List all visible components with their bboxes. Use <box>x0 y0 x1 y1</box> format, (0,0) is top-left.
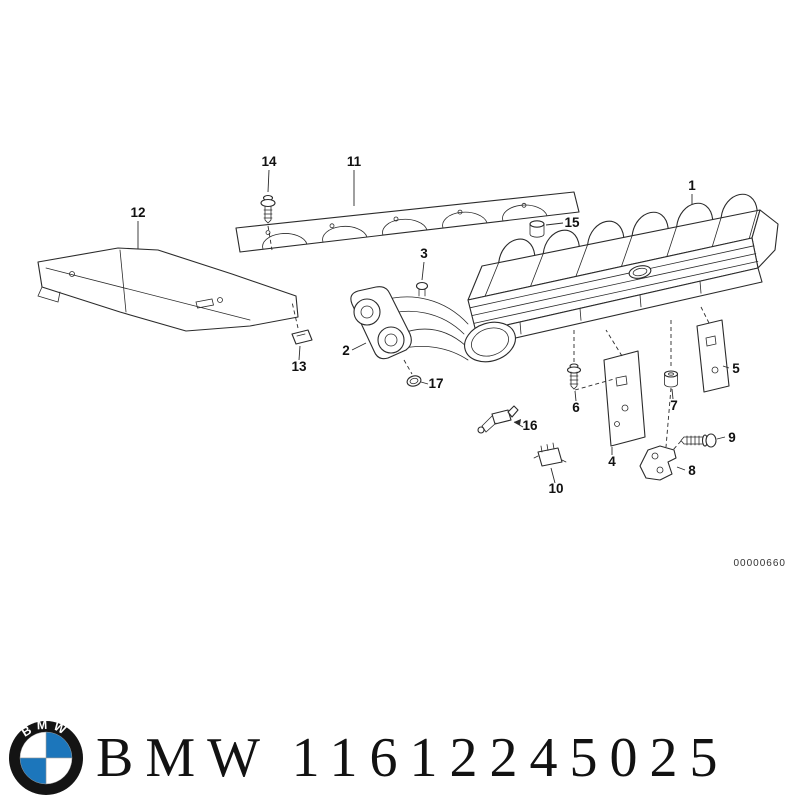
part-14-screw-drawing <box>260 194 276 224</box>
part-11-cover-strip-drawing <box>235 191 580 253</box>
part-number-text: 11612245025 <box>291 727 730 789</box>
callout-8: 8 <box>688 463 696 478</box>
callout-numbers: 1 2 3 4 5 6 7 8 9 10 11 12 13 14 15 16 1… <box>130 154 740 496</box>
drawing-number: 00000660 <box>734 558 787 569</box>
callout-15: 15 <box>564 215 580 230</box>
callout-17: 17 <box>428 376 443 391</box>
callout-12: 12 <box>130 205 145 220</box>
callout-6: 6 <box>572 400 580 415</box>
callout-16: 16 <box>522 418 538 433</box>
caption-text: BMW 11612245025 <box>96 726 730 790</box>
part-17-oring-drawing <box>406 375 422 387</box>
brand-text: BMW <box>96 727 272 789</box>
part-6-bolt-drawing <box>566 363 582 390</box>
callout-9: 9 <box>728 430 736 445</box>
part-8-support-bracket-drawing <box>639 445 677 481</box>
callout-10: 10 <box>548 481 563 496</box>
part-15-bush-drawing <box>529 220 545 238</box>
callout-13: 13 <box>291 359 307 374</box>
bmw-roundel-quadrants <box>19 731 73 785</box>
bmw-logo: BMW <box>9 720 83 795</box>
part-9-bolt-drawing <box>680 433 717 448</box>
leader-lines <box>137 169 730 484</box>
part-1-intake-manifold-drawing <box>467 193 779 347</box>
callout-2: 2 <box>342 343 350 358</box>
callout-14: 14 <box>261 154 277 169</box>
part-12-heat-shield-drawing <box>37 247 299 332</box>
manifold-inlet-drawing <box>464 321 516 363</box>
callout-5: 5 <box>732 361 740 376</box>
part-5-bracket-drawing <box>696 319 730 393</box>
callout-1: 1 <box>688 178 696 193</box>
part-4-bracket-drawing <box>603 350 646 447</box>
part-16-temp-sensor-drawing <box>477 405 519 434</box>
part-13-clip-drawing <box>291 329 313 345</box>
part-2-pipe-flange-drawing <box>350 286 469 361</box>
assembly-guides <box>267 225 710 451</box>
callout-7: 7 <box>670 398 678 413</box>
exploded-parts-diagram: 1 2 3 4 5 6 7 8 9 10 11 12 13 14 15 16 1… <box>37 154 787 569</box>
part-10-holder-drawing <box>533 442 567 467</box>
arrow-head-16 <box>514 419 521 425</box>
callout-3: 3 <box>420 246 428 261</box>
caption-bar: BMW BMW 11612245025 <box>0 716 800 800</box>
part-3-fitting-drawing <box>415 281 429 297</box>
part-7-sleeve-drawing <box>663 370 679 388</box>
callout-11: 11 <box>347 154 362 169</box>
callout-4: 4 <box>608 454 616 469</box>
